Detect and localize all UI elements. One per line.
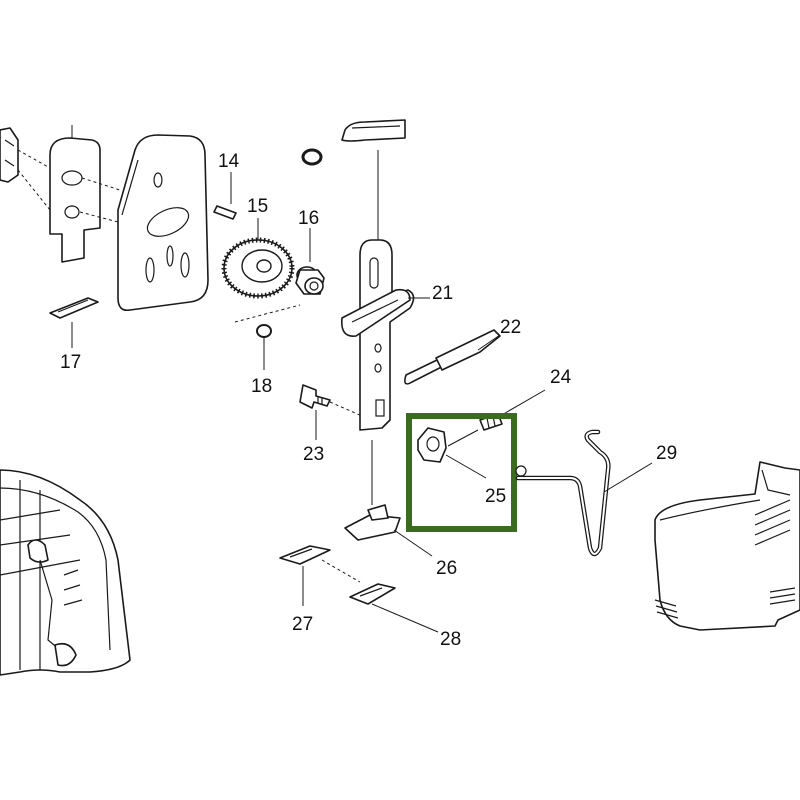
part-label-17[interactable]: 17 xyxy=(60,352,81,373)
part-25-block: 25 xyxy=(417,427,506,507)
part-label-16[interactable]: 16 xyxy=(298,208,319,229)
part-label-21[interactable]: 21 xyxy=(432,283,453,304)
part-21-slide-bar: 21 xyxy=(340,150,453,431)
part-26-slide-block: 26 xyxy=(344,440,457,579)
handle-knob-top xyxy=(341,119,406,142)
part-label-14[interactable]: 14 xyxy=(218,151,240,172)
part-label-25[interactable]: 25 xyxy=(485,486,506,507)
part-label-15[interactable]: 15 xyxy=(247,196,268,217)
part-17-small-plate: 17 xyxy=(49,297,99,373)
part-24-set-screw: 24 xyxy=(479,367,572,431)
part-label-24[interactable]: 24 xyxy=(550,367,572,388)
part-label-23[interactable]: 23 xyxy=(303,444,324,465)
part-22-clip: 22 xyxy=(404,317,521,385)
vertical-base-plate xyxy=(117,134,209,312)
part-28-plate: 28 xyxy=(349,583,461,650)
tool-body-left xyxy=(0,469,131,676)
part-label-29[interactable]: 29 xyxy=(656,443,677,464)
part-15-gear: 15 xyxy=(221,196,301,323)
part-16-bushing: 16 xyxy=(295,208,325,295)
part-23-screw: 23 xyxy=(299,384,363,465)
bracket-plate-left xyxy=(0,125,121,263)
part-label-28[interactable]: 28 xyxy=(440,629,461,650)
highlight-box-part-25[interactable] xyxy=(406,413,517,532)
part-18-retaining-ring: 18 xyxy=(251,324,272,397)
part-label-26[interactable]: 26 xyxy=(436,558,457,579)
housing-cover-right xyxy=(654,461,800,631)
part-label-18[interactable]: 18 xyxy=(251,376,272,397)
part-label-22[interactable]: 22 xyxy=(500,317,521,338)
part-14-pin: 14 xyxy=(213,151,240,220)
part-27-plate: 27 xyxy=(279,545,361,635)
part-label-27[interactable]: 27 xyxy=(292,614,313,635)
o-ring xyxy=(301,148,323,166)
part-29-wire-spring: 29 xyxy=(515,429,677,557)
